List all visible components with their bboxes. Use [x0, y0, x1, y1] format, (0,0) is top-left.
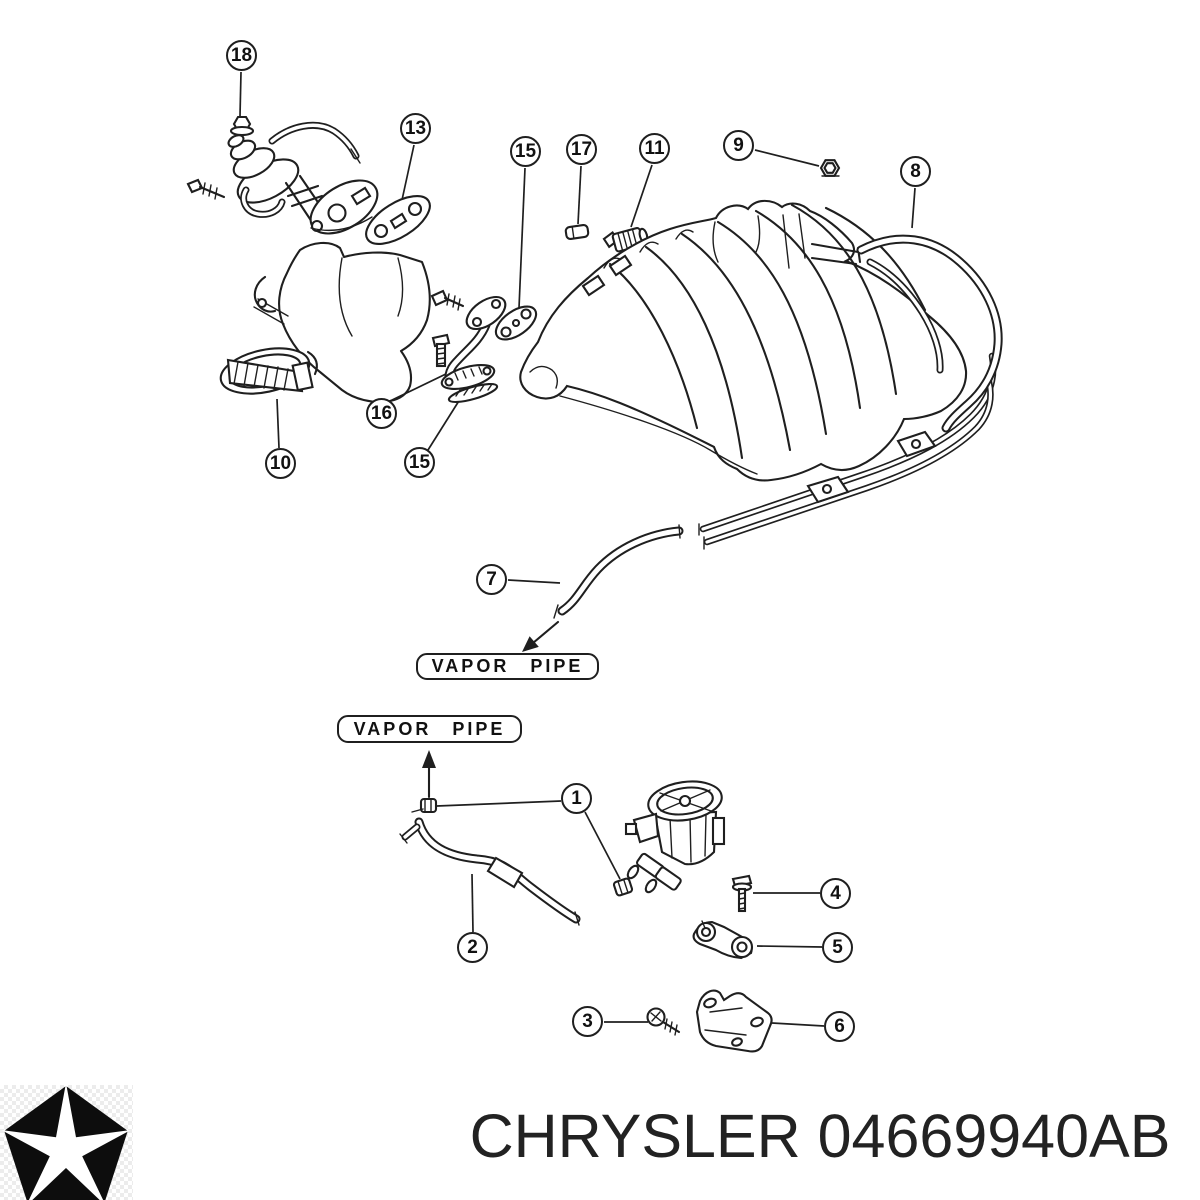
gasket-15-upper	[494, 305, 538, 341]
callout-13: 13	[400, 113, 431, 144]
mounting-bracket	[253, 241, 431, 403]
callout-7: 7	[476, 564, 507, 595]
vapor-pipe-label-lower: VAPOR PIPE	[337, 715, 522, 743]
vapor-pipe-lower-arrow	[422, 750, 436, 799]
hose-7	[553, 524, 684, 619]
chrysler-pentastar-logo	[0, 1085, 133, 1200]
hose-2	[399, 808, 581, 926]
gasket-13	[365, 195, 431, 245]
callout-9: 9	[723, 130, 754, 161]
pentastar-icon	[1, 1085, 131, 1200]
clamp-10	[219, 347, 318, 395]
hose-clamp-1b	[612, 877, 634, 897]
nut-9	[819, 159, 841, 177]
vapor-pipe-label-upper: VAPOR PIPE	[416, 653, 599, 680]
callout-leader-lines	[239, 71, 916, 1027]
callout-16: 16	[366, 398, 397, 429]
nut-18	[229, 115, 255, 137]
callout-17: 17	[566, 134, 597, 165]
callout-15-upper: 15	[510, 136, 541, 167]
callout-2: 2	[457, 932, 488, 963]
bolt-16	[431, 333, 451, 368]
callout-11: 11	[639, 133, 670, 164]
screw-egr	[186, 178, 226, 200]
callout-1: 1	[561, 783, 592, 814]
callout-5: 5	[822, 932, 853, 963]
bracket-5	[692, 920, 754, 960]
plug-17	[564, 223, 590, 241]
egr-valve	[227, 121, 379, 235]
callout-4: 4	[820, 878, 851, 909]
footer-part-title: CHRYSLER 04669940AB	[469, 1102, 1171, 1170]
callout-18: 18	[226, 40, 257, 71]
bracket-6	[695, 989, 773, 1053]
hose-2-sleeve	[486, 856, 524, 889]
hose-8	[856, 234, 1003, 433]
callout-8: 8	[900, 156, 931, 187]
screw-16	[430, 289, 465, 311]
gasket-15-lower	[447, 382, 499, 404]
hose-clamp-1a	[419, 797, 438, 814]
callout-15-lower: 15	[404, 447, 435, 478]
vapor-pipe-upper-arrow	[522, 620, 560, 652]
bolt-4	[731, 874, 753, 913]
callout-6: 6	[824, 1011, 855, 1042]
screw-3	[646, 1007, 681, 1036]
intake-manifold	[519, 199, 968, 482]
egr-tube-16	[440, 295, 507, 390]
purge-valve	[624, 780, 726, 894]
callout-10: 10	[265, 448, 296, 479]
callout-3: 3	[572, 1006, 603, 1037]
